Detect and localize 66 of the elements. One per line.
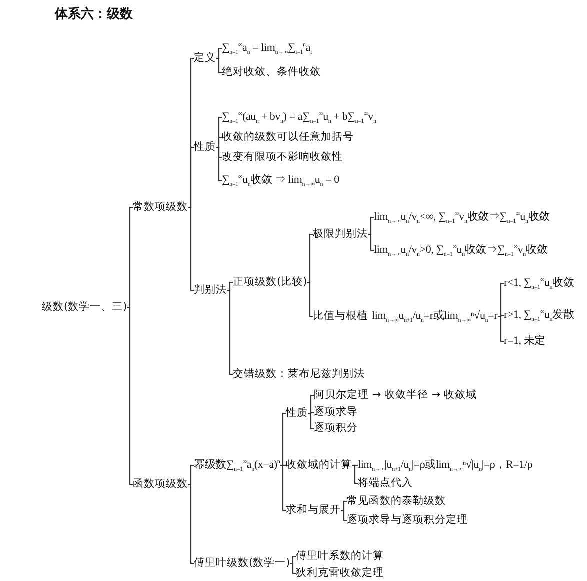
topic-text: 求和与展开: [286, 504, 341, 516]
brace-line: [352, 464, 358, 484]
topic-text: 傅里叶级数(数学一): [194, 556, 290, 570]
brace-line: [188, 206, 194, 292]
topic-text: 逐项求导: [314, 406, 358, 418]
topic-text: 极限判别法: [313, 228, 368, 240]
brace-line: [280, 412, 286, 466]
brace-line: [216, 146, 222, 182]
topic-text: 逐项积分: [314, 422, 358, 434]
formula-text: lim$_{n→∞}$u$_{n}$/v$_{n}$>0, ∑$_{n=1}$$^{∞}$u$_{n}$收敛⇒∑$_{n=1}$$^{∞}$v$_{n}$收敛: [374, 244, 548, 256]
formula-text: r>1, ∑$_{n=1}$$^{∞}$u$_{n}$发散: [504, 308, 574, 322]
topic-text: 判别法: [194, 284, 227, 296]
brace-line: [290, 556, 296, 564]
brace-line: [216, 58, 222, 74]
topic-text: 常数项级数: [133, 200, 188, 214]
formula-text: lim$_{n→∞}$|u$_{n+1}$/u$_{n}$|=ρ或lim$_{n→∞}$ⁿ√|u$_{n}$|=ρ，R=1/ρ: [358, 458, 533, 472]
brace-line: [280, 464, 286, 512]
topic-text: 改变有限项不影响收敛性: [222, 150, 343, 164]
brace-line: [308, 412, 314, 414]
formula-text: ∑$_{n=1}$$^{∞}$a$_{n}$ = lim$_{n→∞}$∑$_{i=1}$$^{n}$a$_{i}$: [222, 42, 312, 54]
topic-text: 性质: [286, 406, 308, 420]
brace-line: [216, 136, 222, 148]
brace-line: [307, 234, 313, 284]
formula-text: r=1, 未定: [504, 334, 546, 348]
brace-line: [341, 500, 347, 512]
topic-text: 狄利克雷收敛定理: [296, 566, 384, 580]
brace-line: [290, 562, 296, 574]
brace-line: [498, 282, 504, 318]
topic-text: 傅里叶系数的计算: [296, 550, 384, 562]
topic-text: 级数(数学一、三): [42, 300, 128, 314]
formula-text: 幂级数∑$_{n=1}$$^{∞}$a$_{n}$(x−a)$^{n}$: [194, 458, 280, 472]
formula-text: lim$_{n→∞}$u$_{n+1}$/u$_{n}$=r或lim$_{n→∞}$ⁿ√u$_{n}$=r: [372, 310, 498, 322]
formula-text: ∑$_{n=1}$$^{∞}$(au$_{n}$ + bv$_{n}$) = a∑$_{n=1}$$^{∞}$u$_{n}$ + b∑$_{n=1}$$^{∞}$v$_{n}$: [222, 110, 376, 124]
topic-text: 比值与根植: [313, 310, 368, 322]
brace-line: [127, 206, 133, 308]
topic-text: 阿贝尔定理 → 收敛半径 → 收敛域: [314, 388, 477, 402]
topic-text: 收敛的级数可以任意加括号: [222, 130, 354, 144]
brace-line: [368, 216, 374, 236]
topic-text: 常见函数的泰勒级数: [347, 494, 446, 508]
formula-text: lim$_{n→∞}$u$_{n}$/v$_{n}$<∞, ∑$_{n=1}$$^{∞}$v$_{n}$收敛⇒∑$_{n=1}$$^{∞}$u$_{n}$收敛: [374, 210, 550, 224]
formula-text: ∑$_{n=1}$$^{∞}$u$_{n}$收敛 ⇒ lim$_{n→∞}$u$_{n}$ = 0: [222, 174, 340, 186]
topic-text: 逐项求导与逐项积分定理: [347, 514, 468, 526]
formula-text: r<1, ∑$_{n=1}$$^{∞}$u$_{n}$收敛: [504, 276, 574, 290]
brace-line: [227, 282, 233, 292]
brace-line: [227, 290, 233, 376]
topic-text: 函数项级数: [133, 478, 188, 490]
topic-text: 交错级数：莱布尼兹判别法: [233, 368, 365, 380]
brace-line: [127, 306, 133, 486]
topic-text: 收敛域的计算: [286, 458, 352, 472]
topic-text: 性质: [194, 140, 216, 154]
brace-line: [188, 484, 194, 564]
brace-line: [341, 510, 347, 522]
brace-line: [188, 464, 194, 486]
diagram-title: 体系六：级数: [55, 6, 133, 23]
brace-line: [216, 48, 222, 60]
brace-line: [498, 316, 504, 342]
brace-line: [307, 282, 313, 318]
topic-text: 绝对收敛、条件收敛: [222, 66, 321, 78]
topic-text: 将端点代入: [358, 476, 413, 490]
brace-line: [498, 314, 504, 318]
brace-line: [368, 234, 374, 252]
brace-line: [308, 394, 314, 414]
topic-text: 定义: [194, 52, 216, 64]
brace-line: [188, 146, 194, 208]
topic-text: 正项级数(比较): [233, 276, 308, 288]
brace-line: [308, 412, 314, 430]
